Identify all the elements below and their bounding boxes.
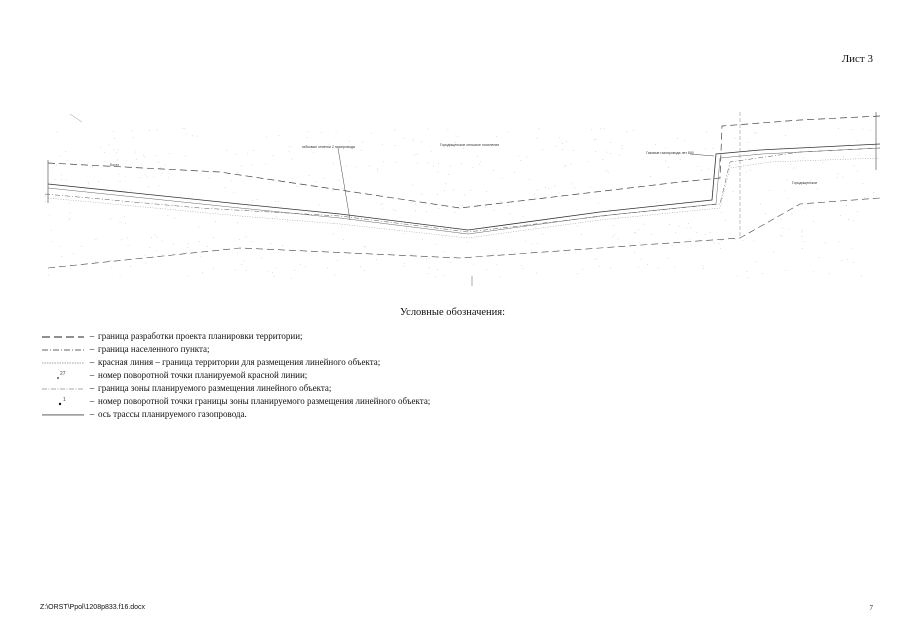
- plan-texture: [45, 128, 874, 279]
- plan-label-left: Богат: [110, 163, 119, 167]
- legend-text: ось трассы планируемого газопровода.: [98, 409, 247, 419]
- legend-item-planning-boundary: – граница разработки проекта планировки …: [40, 330, 860, 343]
- legend-item-zone-point: 1 – номер поворотной точки границы зоны …: [40, 395, 860, 408]
- legend-text: номер поворотной точки планируемой красн…: [98, 370, 308, 380]
- legend-symbol-dash-dot: [40, 343, 86, 356]
- left-tick: [69, 113, 83, 123]
- legend-text: номер поворотной точки границы зоны план…: [98, 396, 431, 406]
- footer-file-path: Z:\ORST\Ppol\1208p833.f16.docx: [40, 604, 146, 611]
- plan-label-main: Городищенское сельское поселение: [440, 143, 499, 147]
- legend-symbol-point-label: 27: [40, 369, 86, 382]
- planning-boundary-line: [47, 115, 881, 209]
- legend-item-red-line: – красная линия – граница территории для…: [40, 356, 860, 369]
- legend-symbol-point-dot: 1: [40, 395, 86, 408]
- legend-item-zone-boundary: – граница зоны планируемого размещения л…: [40, 382, 860, 395]
- legend-text: граница населенного пункта;: [98, 344, 210, 354]
- legend-symbol-long-dash: [40, 330, 86, 343]
- legend-title: Условные обозначения:: [399, 307, 505, 318]
- red-line: [47, 157, 881, 239]
- legend-symbol-axis-line: [40, 408, 86, 421]
- legend-symbol-dash-dot-thin: [40, 382, 86, 395]
- route-plan-svg: Городищенское сельское поселение Богат г…: [44, 112, 881, 286]
- sheet-number: Лист 3: [841, 53, 873, 65]
- settlement-boundary-line: [44, 147, 881, 233]
- legend-item-gas-axis: – ось трассы планируемого газопровода.: [40, 408, 860, 421]
- leader-line-right: [689, 153, 715, 157]
- legend-text: красная линия – граница территории для р…: [98, 357, 381, 367]
- planning-boundary-line-lower: [47, 197, 881, 269]
- gas-pipeline-axis-parallel: [47, 147, 881, 235]
- legend: – граница разработки проекта планировки …: [40, 330, 860, 421]
- plan-label-mid: гибковые отметки 2 газопровода: [302, 145, 355, 149]
- svg-text:27: 27: [60, 371, 66, 377]
- svg-text:1: 1: [63, 397, 66, 403]
- legend-item-red-line-point: 27 – номер поворотной точки планируемой …: [40, 369, 860, 382]
- page-number: 7: [869, 604, 874, 612]
- leader-line: [337, 147, 351, 221]
- gas-pipeline-axis: [47, 143, 881, 231]
- plan-label-right: Городищенское: [792, 181, 817, 185]
- plan-label-right-top: Газовые газопровода лет 800: [646, 151, 694, 155]
- legend-text: граница зоны планируемого размещения лин…: [98, 383, 332, 393]
- legend-text: граница разработки проекта планировки те…: [98, 331, 303, 341]
- legend-symbol-thin-dotted: [40, 356, 86, 369]
- legend-item-settlement-boundary: – граница населенного пункта;: [40, 343, 860, 356]
- route-plan-drawing: Городищенское сельское поселение Богат г…: [40, 108, 888, 298]
